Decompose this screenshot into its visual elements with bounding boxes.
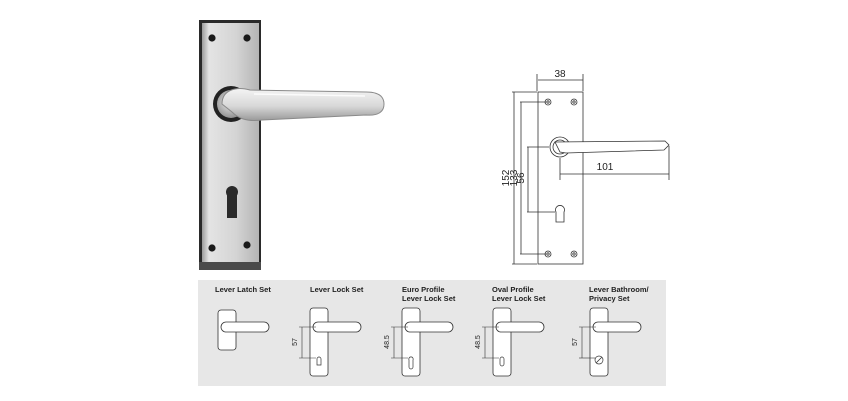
- dim-height-152: 152: [501, 169, 512, 186]
- dim-height-133: 133: [509, 169, 520, 186]
- svg-text:Euro Profile: Euro Profile: [402, 285, 445, 294]
- drawing-backplate: [537, 91, 584, 265]
- dim-lever-101: 101: [597, 162, 614, 173]
- variant-lever-lock-set: Lever Lock Set 57: [292, 285, 364, 377]
- variants-panel: [198, 280, 666, 386]
- photo-screw-holes: [208, 34, 251, 252]
- variant-lever-latch-set: Lever Latch Set: [215, 285, 271, 351]
- photo-backplate: [199, 20, 261, 270]
- drawing-lever: [554, 140, 670, 154]
- dim-height-56: 56: [516, 172, 527, 184]
- svg-text:Lever Lock Set: Lever Lock Set: [402, 294, 456, 303]
- drawing-keyhole: [555, 205, 565, 223]
- variant-lever-bathroom-privacy-set: Lever Bathroom/ Privacy Set 57: [572, 285, 650, 377]
- svg-text:48.5: 48.5: [475, 335, 482, 349]
- svg-text:Lever Lock Set: Lever Lock Set: [492, 294, 546, 303]
- variant-oval-profile-lever-lock-set: Oval Profile Lever Lock Set 48.5: [475, 285, 546, 377]
- svg-text:Oval Profile: Oval Profile: [492, 285, 534, 294]
- svg-text:Lever Bathroom/: Lever Bathroom/: [589, 285, 650, 294]
- svg-text:Lever Lock Set: Lever Lock Set: [310, 285, 364, 294]
- dim-width-38: 38: [554, 69, 566, 80]
- svg-text:57: 57: [292, 338, 299, 346]
- svg-text:Lever Latch Set: Lever Latch Set: [215, 285, 271, 294]
- photo-keyhole: [226, 186, 238, 218]
- svg-text:48.5: 48.5: [384, 335, 391, 349]
- svg-text:Privacy Set: Privacy Set: [589, 294, 630, 303]
- photo-lever: [221, 88, 385, 121]
- svg-text:57: 57: [572, 338, 579, 346]
- variant-euro-profile-lever-lock-set: Euro Profile Lever Lock Set 48.5: [384, 285, 456, 377]
